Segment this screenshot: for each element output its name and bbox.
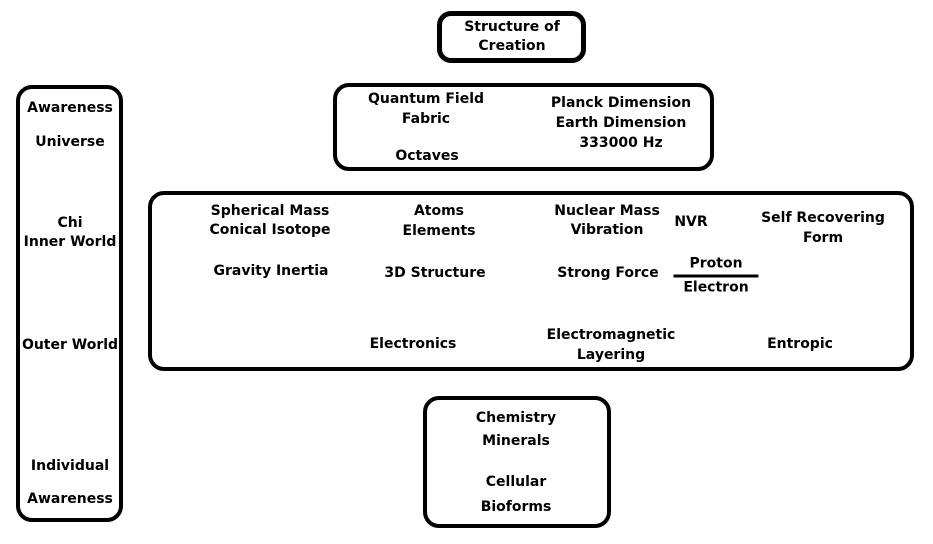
atoms-line-1: Atoms bbox=[413, 203, 465, 219]
label-electronics: Electronics bbox=[369, 336, 457, 352]
label-cellular: Cellular bbox=[485, 474, 547, 490]
label-chi-inner-world: Chi Inner World bbox=[24, 214, 117, 252]
self-recovering-line-2: Form bbox=[802, 230, 844, 246]
chi-line-1: Chi bbox=[57, 215, 83, 231]
label-electromagnetic-layering: Electromagnetic Layering bbox=[547, 325, 676, 365]
label-individual: Individual bbox=[30, 458, 110, 474]
label-nuclear-mass-vibration: Nuclear Mass Vibration bbox=[554, 202, 660, 240]
label-self-recovering-form: Self Recovering Form bbox=[761, 208, 885, 248]
electromagnetic-line-2: Layering bbox=[576, 347, 646, 363]
quantum-line-2: Fabric bbox=[401, 111, 451, 127]
fraction-numerator: Proton bbox=[673, 255, 759, 278]
nuclear-line-1: Nuclear Mass bbox=[554, 203, 660, 219]
atoms-line-2: Elements bbox=[402, 223, 476, 239]
label-awareness: Awareness bbox=[27, 100, 113, 116]
fraction-denominator: Electron bbox=[683, 279, 749, 296]
spherical-line-2: Conical Isotope bbox=[209, 222, 331, 238]
quantum-line-1: Quantum Field bbox=[367, 91, 485, 107]
box-awareness-column bbox=[16, 85, 123, 522]
label-chemistry: Chemistry bbox=[475, 410, 557, 426]
label-strong-force: Strong Force bbox=[557, 265, 659, 281]
planck-line-2: Earth Dimension bbox=[555, 115, 687, 131]
box-structure-of-creation bbox=[437, 11, 586, 63]
label-bioforms: Bioforms bbox=[480, 499, 552, 515]
nuclear-line-2: Vibration bbox=[570, 222, 644, 238]
self-recovering-line-1: Self Recovering bbox=[761, 210, 885, 226]
label-individual-awareness: Awareness bbox=[27, 491, 113, 507]
box-matter-physics bbox=[148, 191, 914, 371]
label-outer-world: Outer World bbox=[21, 337, 119, 353]
planck-line-1: Planck Dimension bbox=[550, 95, 692, 111]
box-quantum-field bbox=[333, 83, 714, 171]
proton-electron-fraction: Proton Electron bbox=[673, 255, 759, 298]
label-3d-structure: 3D Structure bbox=[384, 265, 486, 281]
box-chemistry-bioforms bbox=[423, 396, 611, 528]
label-octaves: Octaves bbox=[395, 148, 459, 164]
label-quantum-field-fabric: Quantum Field Fabric bbox=[368, 89, 484, 129]
label-gravity-inertia: Gravity Inertia bbox=[213, 263, 329, 279]
label-minerals: Minerals bbox=[482, 433, 550, 449]
label-spherical-mass-conical-isotope: Spherical Mass Conical Isotope bbox=[209, 202, 330, 240]
label-nvr: NVR bbox=[674, 214, 708, 230]
label-entropic: Entropic bbox=[767, 336, 833, 352]
chi-line-2: Inner World bbox=[23, 234, 117, 250]
title-line-1: Structure of bbox=[464, 19, 560, 35]
label-planck-dimension: Planck Dimension Earth Dimension 333000 … bbox=[551, 93, 691, 153]
title-line-2: Creation bbox=[478, 38, 546, 54]
label-universe: Universe bbox=[35, 134, 105, 150]
electromagnetic-line-1: Electromagnetic bbox=[546, 327, 676, 343]
label-atoms-elements: Atoms Elements bbox=[403, 201, 476, 241]
planck-line-3: 333000 Hz bbox=[579, 135, 663, 151]
spherical-line-1: Spherical Mass bbox=[210, 203, 330, 219]
label-structure-of-creation: Structure of Creation bbox=[464, 18, 560, 56]
